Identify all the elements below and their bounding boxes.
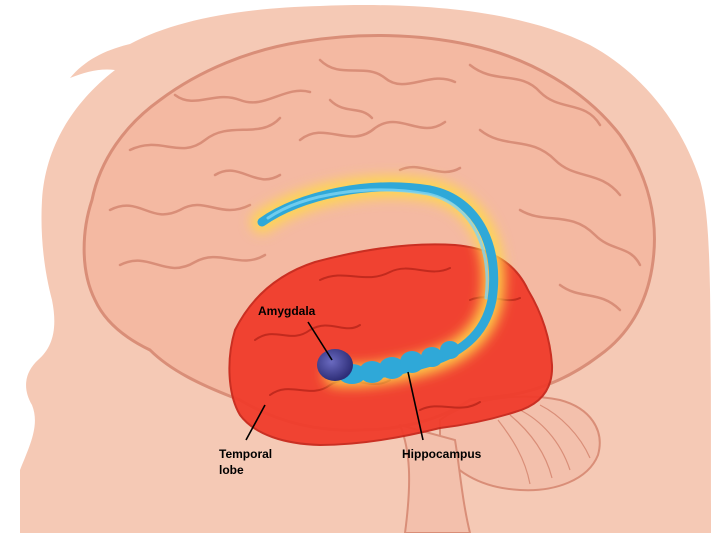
amygdala-label: Amygdala: [258, 304, 316, 318]
temporal-lobe-label-line2: lobe: [219, 463, 244, 477]
temporal-lobe-label: Temporal: [219, 447, 272, 461]
amygdala: [317, 349, 353, 381]
hippocampus-label: Hippocampus: [402, 447, 482, 461]
